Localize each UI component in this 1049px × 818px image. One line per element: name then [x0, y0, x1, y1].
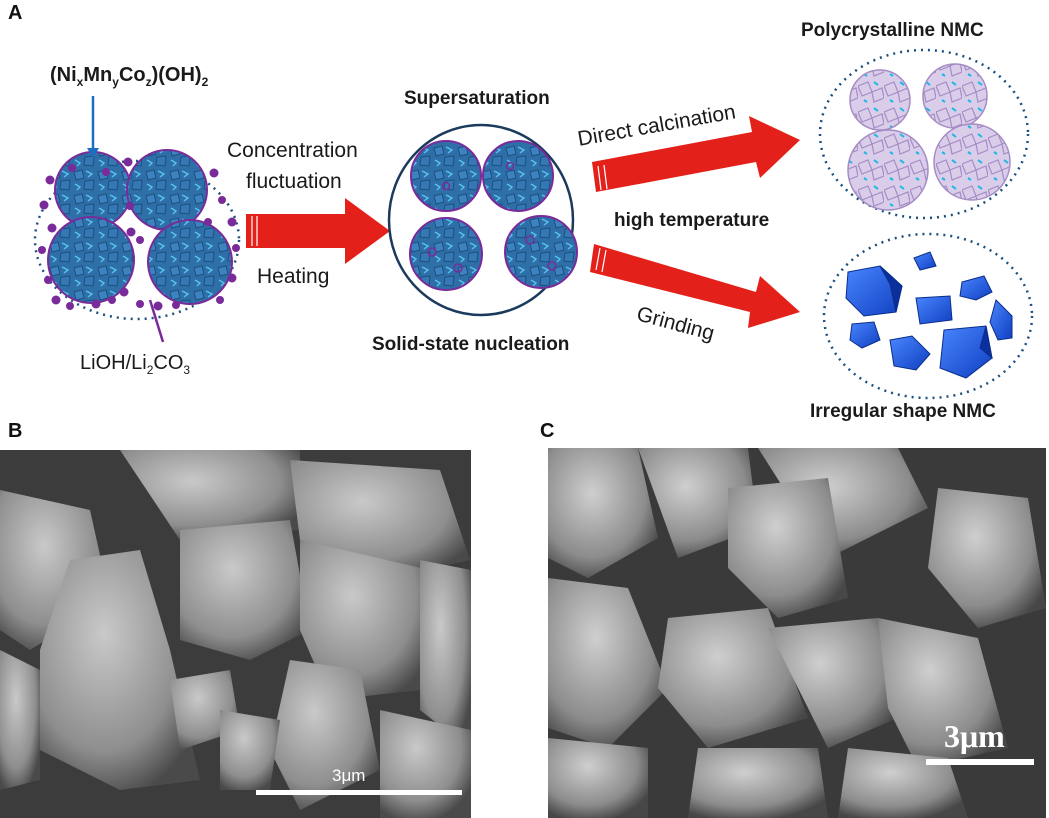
grinding-arrow — [590, 244, 800, 328]
irregular-cluster — [822, 232, 1034, 400]
panel-label-b: B — [8, 420, 23, 442]
polycrystalline-label: Polycrystalline NMC — [801, 20, 984, 41]
high-temperature-label: high temperature — [614, 210, 770, 231]
sem-image-b: 3μm — [0, 450, 471, 818]
panel-label-c: C — [540, 420, 555, 442]
lithium-salt-dots — [38, 157, 240, 311]
heating-arrow — [246, 198, 390, 264]
scale-bar-b — [256, 790, 462, 795]
scale-text-c: 3μm — [944, 718, 1005, 754]
supersaturation-cluster — [387, 123, 578, 317]
scale-bar-c — [926, 759, 1034, 765]
concentration-label: Concentration — [227, 139, 358, 162]
precursor-cluster — [33, 96, 241, 343]
solid-state-label: Solid-state nucleation — [372, 334, 570, 355]
calcination-arrow — [592, 116, 800, 192]
supersaturation-label: Supersaturation — [404, 88, 550, 109]
precursor-formula-label: (NixMnyCoz)(OH)2 — [50, 64, 209, 89]
sem-image-c: 3μm — [548, 448, 1046, 818]
fluctuation-label: fluctuation — [246, 170, 342, 193]
scale-text-b: 3μm — [332, 766, 366, 785]
polycrystalline-cluster — [818, 48, 1030, 220]
sem-grains-c — [548, 448, 1046, 818]
lithium-pointer — [148, 299, 165, 343]
panel-label-a: A — [8, 2, 23, 24]
heating-label: Heating — [257, 265, 330, 288]
irregular-shape-label: Irregular shape NMC — [810, 401, 996, 422]
lithium-source-label: LiOH/Li2CO3 — [80, 352, 191, 377]
sem-grains-b — [0, 450, 471, 818]
